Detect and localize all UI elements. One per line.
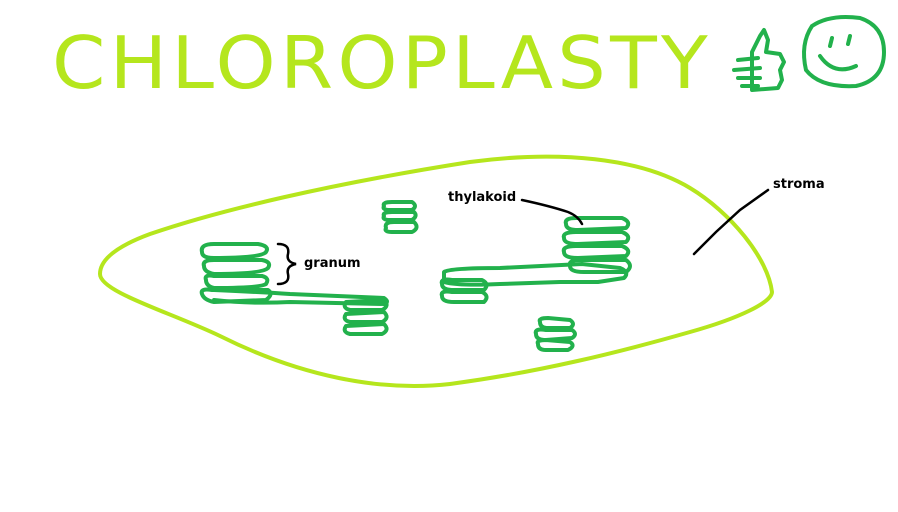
page-title: CHLOROPLASTY: [52, 21, 712, 105]
smiley-face-icon: [802, 15, 887, 89]
label-thylakoid: thylakoid: [448, 190, 516, 205]
granum-brace: [276, 242, 297, 286]
granum-right: [442, 216, 632, 287]
thylakoid-pointer: [520, 198, 584, 226]
label-stroma: stroma: [773, 177, 825, 192]
granum-left: [199, 242, 389, 306]
label-pointers: [276, 188, 770, 286]
stroma-pointer: [692, 188, 770, 256]
label-granum: granum: [304, 256, 361, 271]
chloroplast-membrane: [97, 154, 775, 388]
granum-middle: [439, 277, 489, 304]
thumbs-up-icon: [732, 28, 786, 92]
thylakoid-structures: [199, 200, 632, 352]
granum-small-bottom: [533, 316, 577, 352]
granum-lower-left: [342, 298, 389, 336]
granum-small-top: [381, 200, 419, 234]
